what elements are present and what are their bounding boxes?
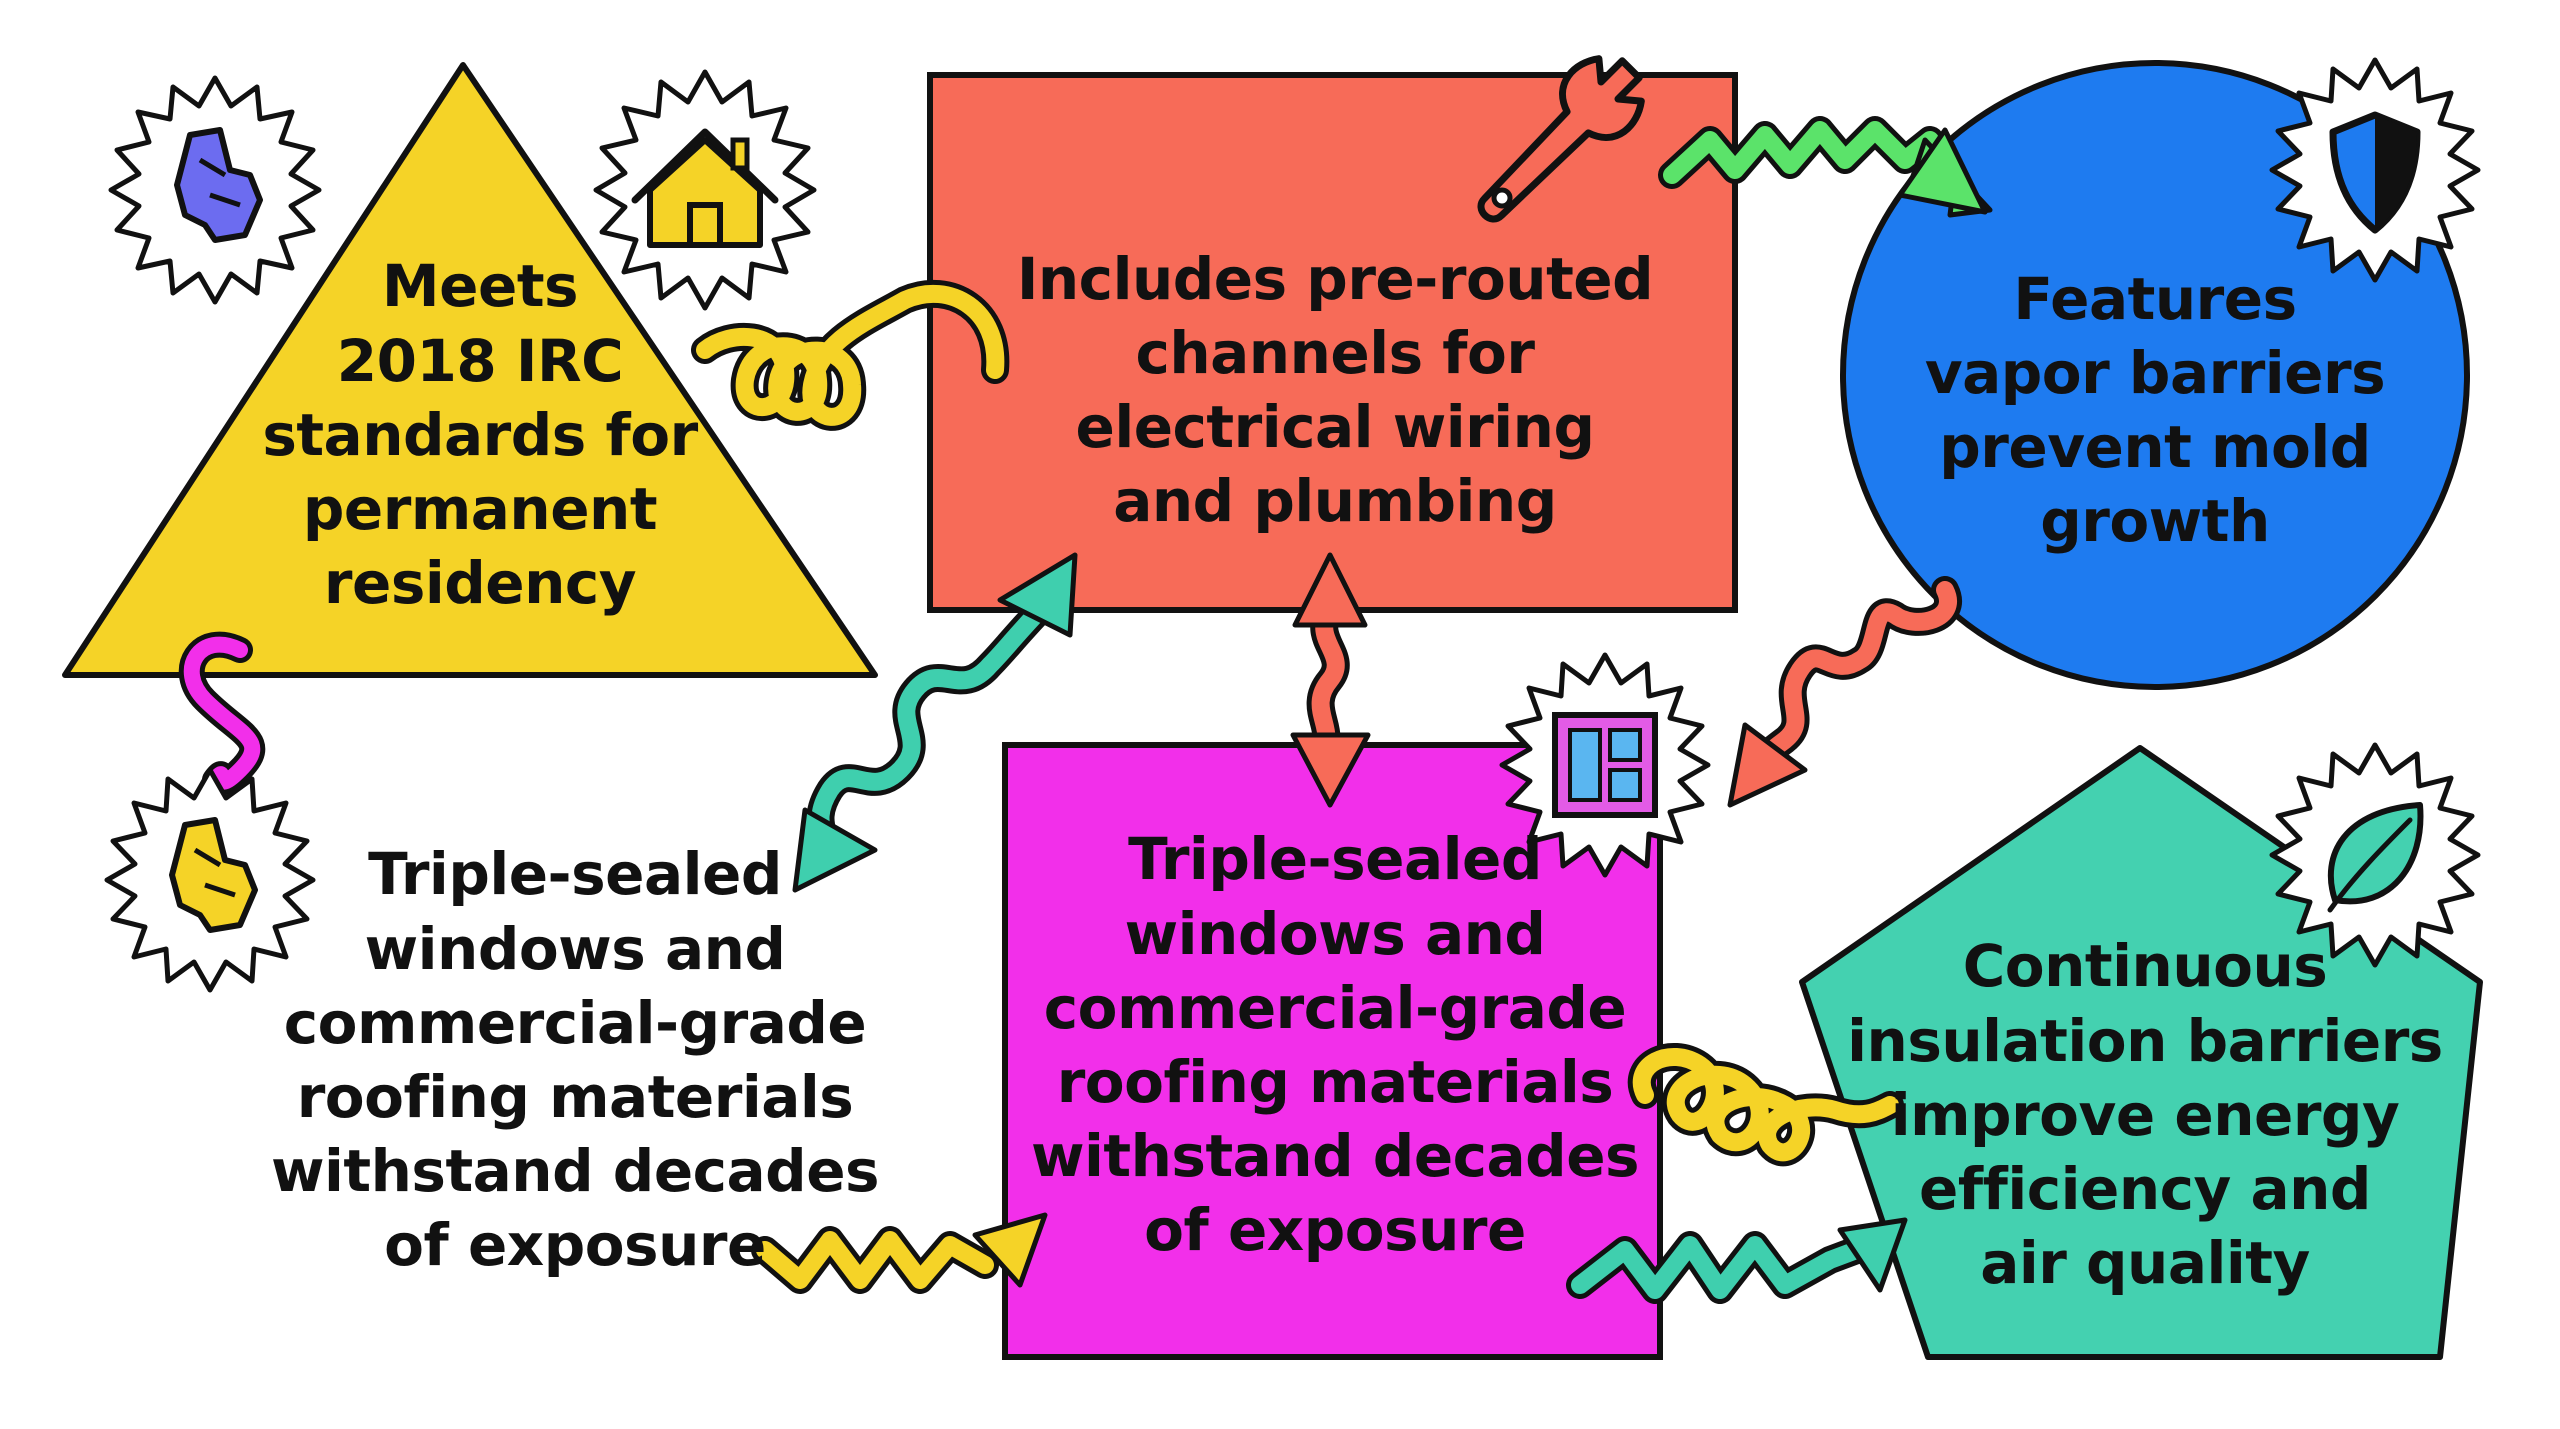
zigzag-arrow xyxy=(751,1212,1048,1294)
coil-connector xyxy=(1627,1042,1904,1167)
double-wavy-arrow xyxy=(1290,552,1371,808)
circle-label: Features vapor barriers prevent mold gro… xyxy=(1924,264,2386,556)
pentagon-label: Continuous insulation barriers improve e… xyxy=(1847,932,2443,1298)
free-text-label: Triple-sealed windows and commercial-gra… xyxy=(270,840,880,1280)
wrench-icon xyxy=(1477,55,1645,223)
leaf-icon xyxy=(2269,742,2481,968)
triangle-shape xyxy=(62,62,878,678)
zigzag-arrow xyxy=(1658,116,1993,218)
rect-label: Includes pre-routed channels for electri… xyxy=(1016,244,1654,536)
shield-icon xyxy=(2269,57,2481,283)
squiggle-connector xyxy=(178,631,266,795)
boot-icon xyxy=(108,75,322,305)
coil-connector xyxy=(691,279,1010,431)
magenta-shape xyxy=(1002,742,1663,1360)
triangle-label: Meets 2018 IRC standards for permanent r… xyxy=(262,252,698,618)
zigzag-arrow xyxy=(1566,1217,1908,1304)
window-icon xyxy=(1499,652,1711,878)
magenta-label: Triple-sealed windows and commercial-gra… xyxy=(1030,825,1640,1265)
house-icon xyxy=(593,69,817,311)
wavy-arrow xyxy=(1727,576,1962,808)
wavy-arrow xyxy=(792,552,1078,893)
rect-shape xyxy=(927,72,1738,613)
boot-icon xyxy=(104,767,316,993)
